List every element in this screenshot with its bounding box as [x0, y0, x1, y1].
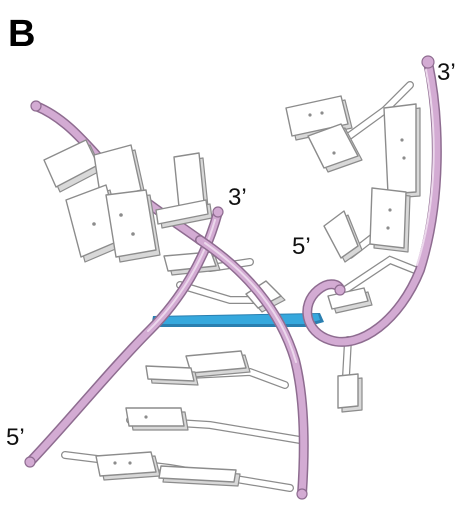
long-strand-backbone: [30, 212, 304, 494]
lower-base-pairs: [96, 281, 362, 486]
base-rungs: [65, 85, 415, 488]
upper-left-base-stack: [44, 140, 220, 275]
highlighted-base-pair: [152, 313, 324, 327]
label-3prime-right: 3’: [437, 59, 456, 86]
label-5prime-left: 5’: [6, 424, 25, 451]
label-3prime-left: 3’: [228, 184, 247, 211]
label-5prime-inner: 5’: [292, 233, 311, 260]
panel-label: B: [8, 13, 35, 55]
